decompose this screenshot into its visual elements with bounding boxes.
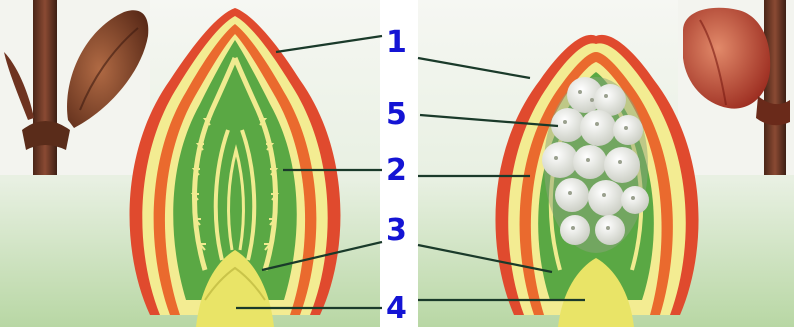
label-5: 5 bbox=[386, 97, 407, 132]
label-4: 4 bbox=[386, 291, 407, 326]
label-1: 1 bbox=[386, 25, 407, 60]
label-3: 3 bbox=[386, 213, 407, 248]
red-bud-twig-photo bbox=[678, 0, 794, 175]
label-2: 2 bbox=[386, 153, 407, 188]
brown-bud-twig-photo bbox=[0, 0, 150, 175]
